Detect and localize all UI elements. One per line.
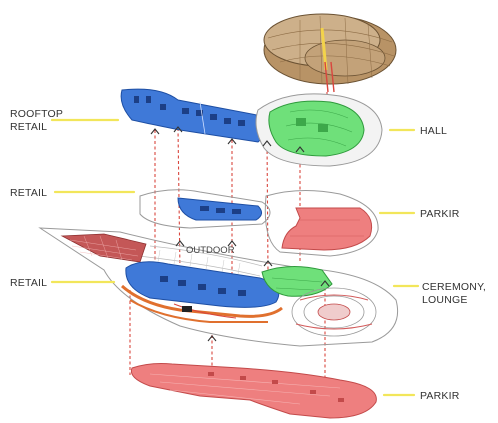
label-outdoor: OUTDOOR [186, 245, 235, 256]
parkir-upper-slab [282, 208, 372, 250]
label-rooftop-retail: RETAIL [10, 121, 47, 133]
label-hall: HALL [420, 125, 447, 137]
label-rooftop: ROOFTOP [10, 108, 63, 120]
hall-slab [269, 101, 364, 156]
leader-lines [52, 120, 418, 395]
label-retail-upper: RETAIL [10, 187, 47, 199]
parkir-lower-slab [131, 364, 376, 419]
label-ceremony: CEREMONY, [422, 281, 486, 293]
level-basement [131, 364, 376, 419]
up-arrow-icon [208, 336, 216, 341]
circular-plaza [292, 288, 376, 336]
label-parkir-upper: PARKIR [420, 208, 460, 220]
mesh-canopy [62, 234, 146, 262]
level-middle [140, 190, 378, 256]
label-retail-lower: RETAIL [10, 277, 47, 289]
label-parkir-lower: PARKIR [420, 390, 460, 402]
rooftop-retail-slab [121, 89, 266, 142]
level-rooftop [121, 89, 382, 166]
label-lounge: LOUNGE [422, 294, 468, 306]
roof-shell [264, 14, 396, 92]
